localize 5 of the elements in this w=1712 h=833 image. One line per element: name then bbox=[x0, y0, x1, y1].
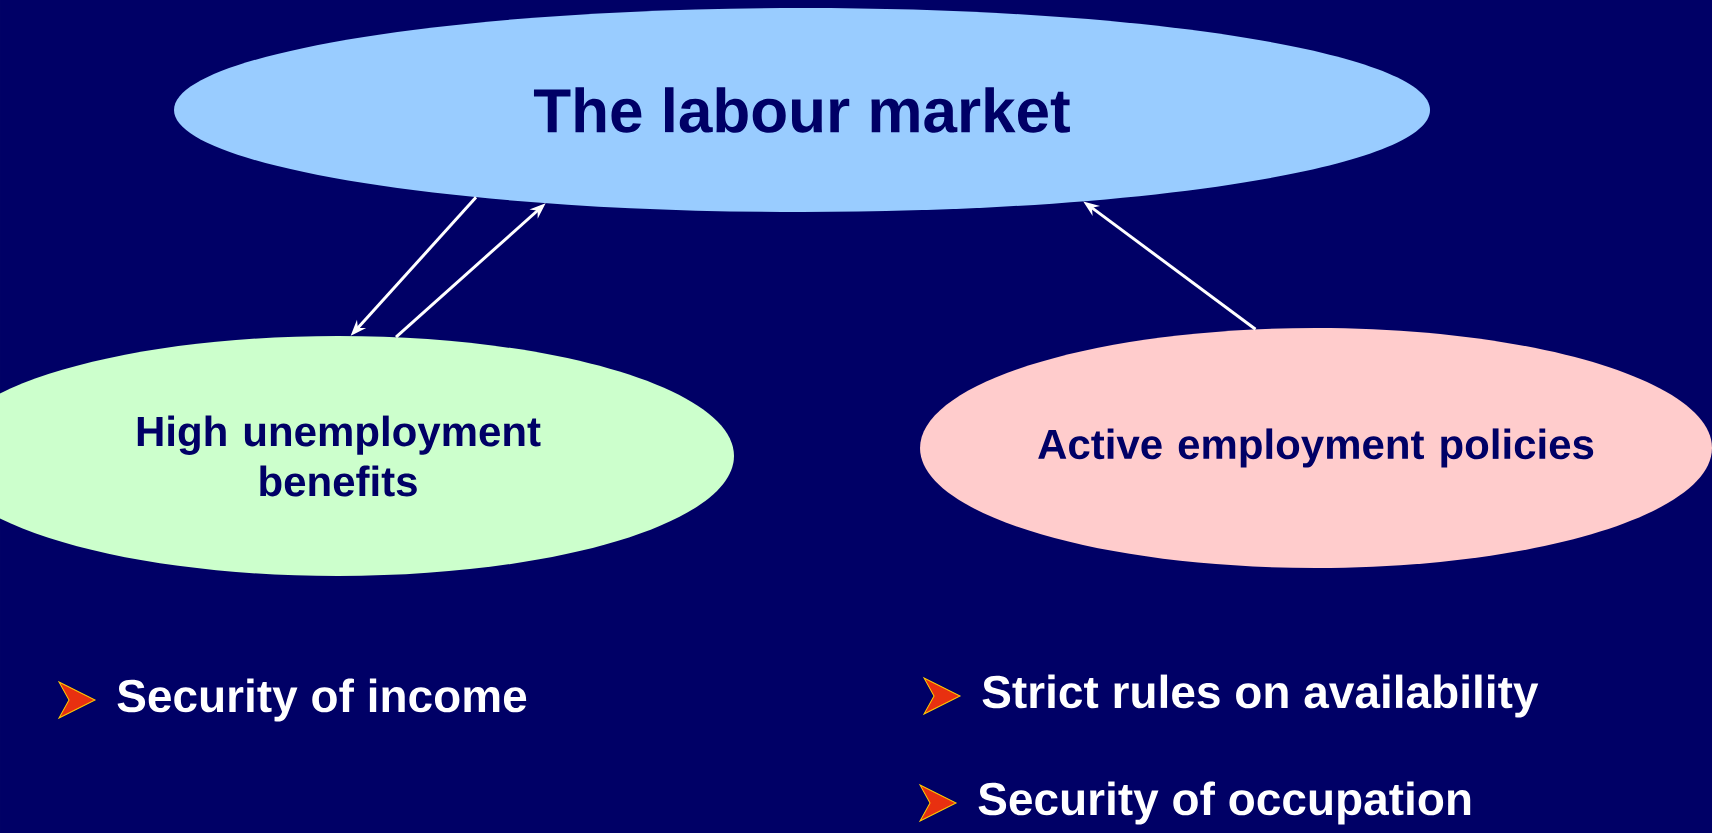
ellipse-node: The labour market bbox=[174, 8, 1430, 212]
bullet-text: Security of occupation bbox=[978, 781, 1471, 825]
ellipse-node: Active employment policies bbox=[920, 328, 1712, 568]
bullet-text: Strict rules on availability bbox=[982, 674, 1539, 718]
bullet-text: Security of income bbox=[117, 678, 527, 722]
